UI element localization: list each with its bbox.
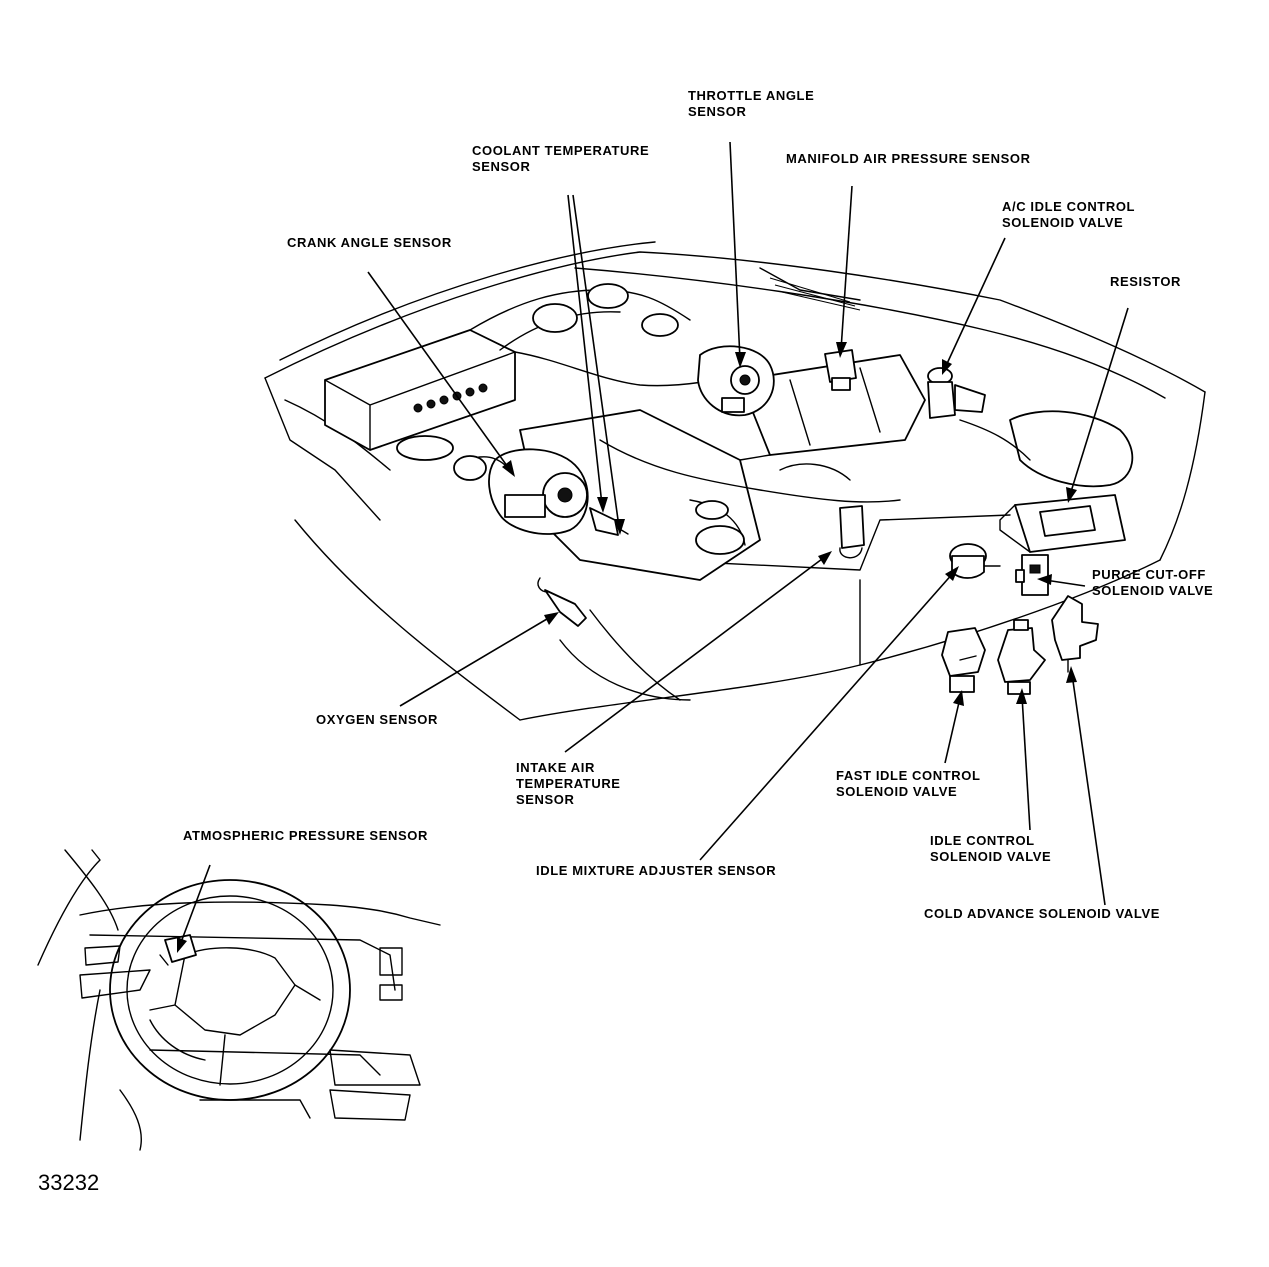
label-purge-cutoff-solenoid-valve: PURGE CUT-OFF SOLENOID VALVE (1092, 567, 1214, 598)
label-idle-control-solenoid-valve: IDLE CONTROL SOLENOID VALVE (930, 833, 1052, 864)
label-crank-angle-sensor: CRANK ANGLE SENSOR (287, 235, 452, 250)
label-throttle-angle-sensor: THROTTLE ANGLE SENSOR (688, 88, 815, 119)
figure-number: 33232 (38, 1170, 100, 1195)
leader-lines (177, 141, 1129, 953)
engine-bay-artwork (264, 241, 1206, 721)
label-resistor: RESISTOR (1110, 274, 1182, 289)
label-idle-mixture-adjuster-sensor: IDLE MIXTURE ADJUSTER SENSOR (536, 863, 777, 878)
label-intake-air-temperature-sensor: INTAKE AIR TEMPERATURE SENSOR (516, 760, 621, 807)
label-cold-advance-solenoid-valve: COLD ADVANCE SOLENOID VALVE (924, 906, 1161, 921)
label-atmospheric-pressure-sensor: ATMOSPHERIC PRESSURE SENSOR (183, 828, 428, 843)
dashboard-inset-artwork (37, 849, 441, 1151)
label-oxygen-sensor: OXYGEN SENSOR (316, 712, 438, 727)
label-ac-idle-control-solenoid-valve: A/C IDLE CONTROL SOLENOID VALVE (1002, 199, 1136, 230)
label-coolant-temperature-sensor: COOLANT TEMPERATURE SENSOR (472, 143, 650, 174)
label-fast-idle-control-solenoid-valve: FAST IDLE CONTROL SOLENOID VALVE (836, 768, 981, 799)
label-manifold-air-pressure-sensor: MANIFOLD AIR PRESSURE SENSOR (786, 151, 1031, 166)
